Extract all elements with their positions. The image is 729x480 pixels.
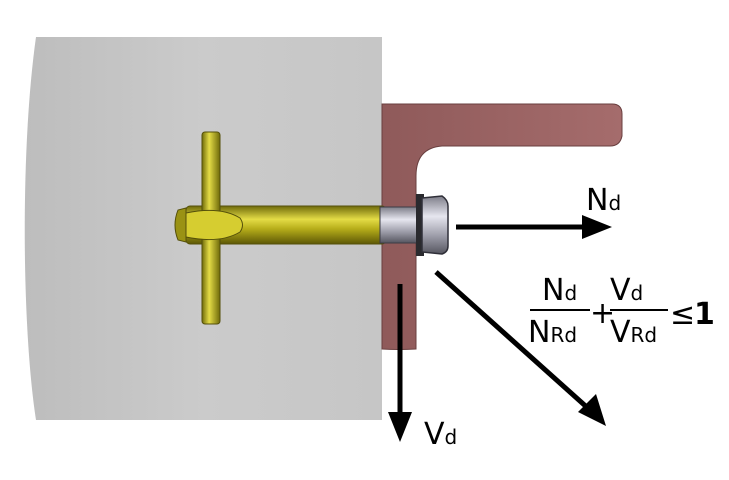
interaction-formula: Nd NRd + Vd VRd ≤ 1	[528, 273, 715, 350]
angle-bracket	[381, 103, 623, 350]
bolt-shank	[379, 206, 423, 244]
plus-sign: +	[590, 296, 615, 331]
axial-force-arrow	[456, 215, 612, 239]
anchor-sleeve	[185, 209, 243, 241]
anchor-head	[174, 207, 187, 243]
term2-numerator: Vd	[610, 273, 643, 308]
axial-force-label: Nd	[586, 183, 621, 218]
nut	[421, 195, 449, 255]
inequality-sign: ≤	[670, 297, 695, 332]
shear-force-label: Vd	[424, 417, 457, 452]
resultant-force-arrow	[434, 270, 606, 426]
shear-force-arrow	[388, 284, 412, 442]
washer	[416, 194, 424, 256]
term2-denominator: VRd	[610, 315, 657, 350]
term1-numerator: Nd	[542, 273, 577, 308]
limit-value: 1	[694, 297, 715, 332]
term1-denominator: NRd	[528, 315, 577, 350]
